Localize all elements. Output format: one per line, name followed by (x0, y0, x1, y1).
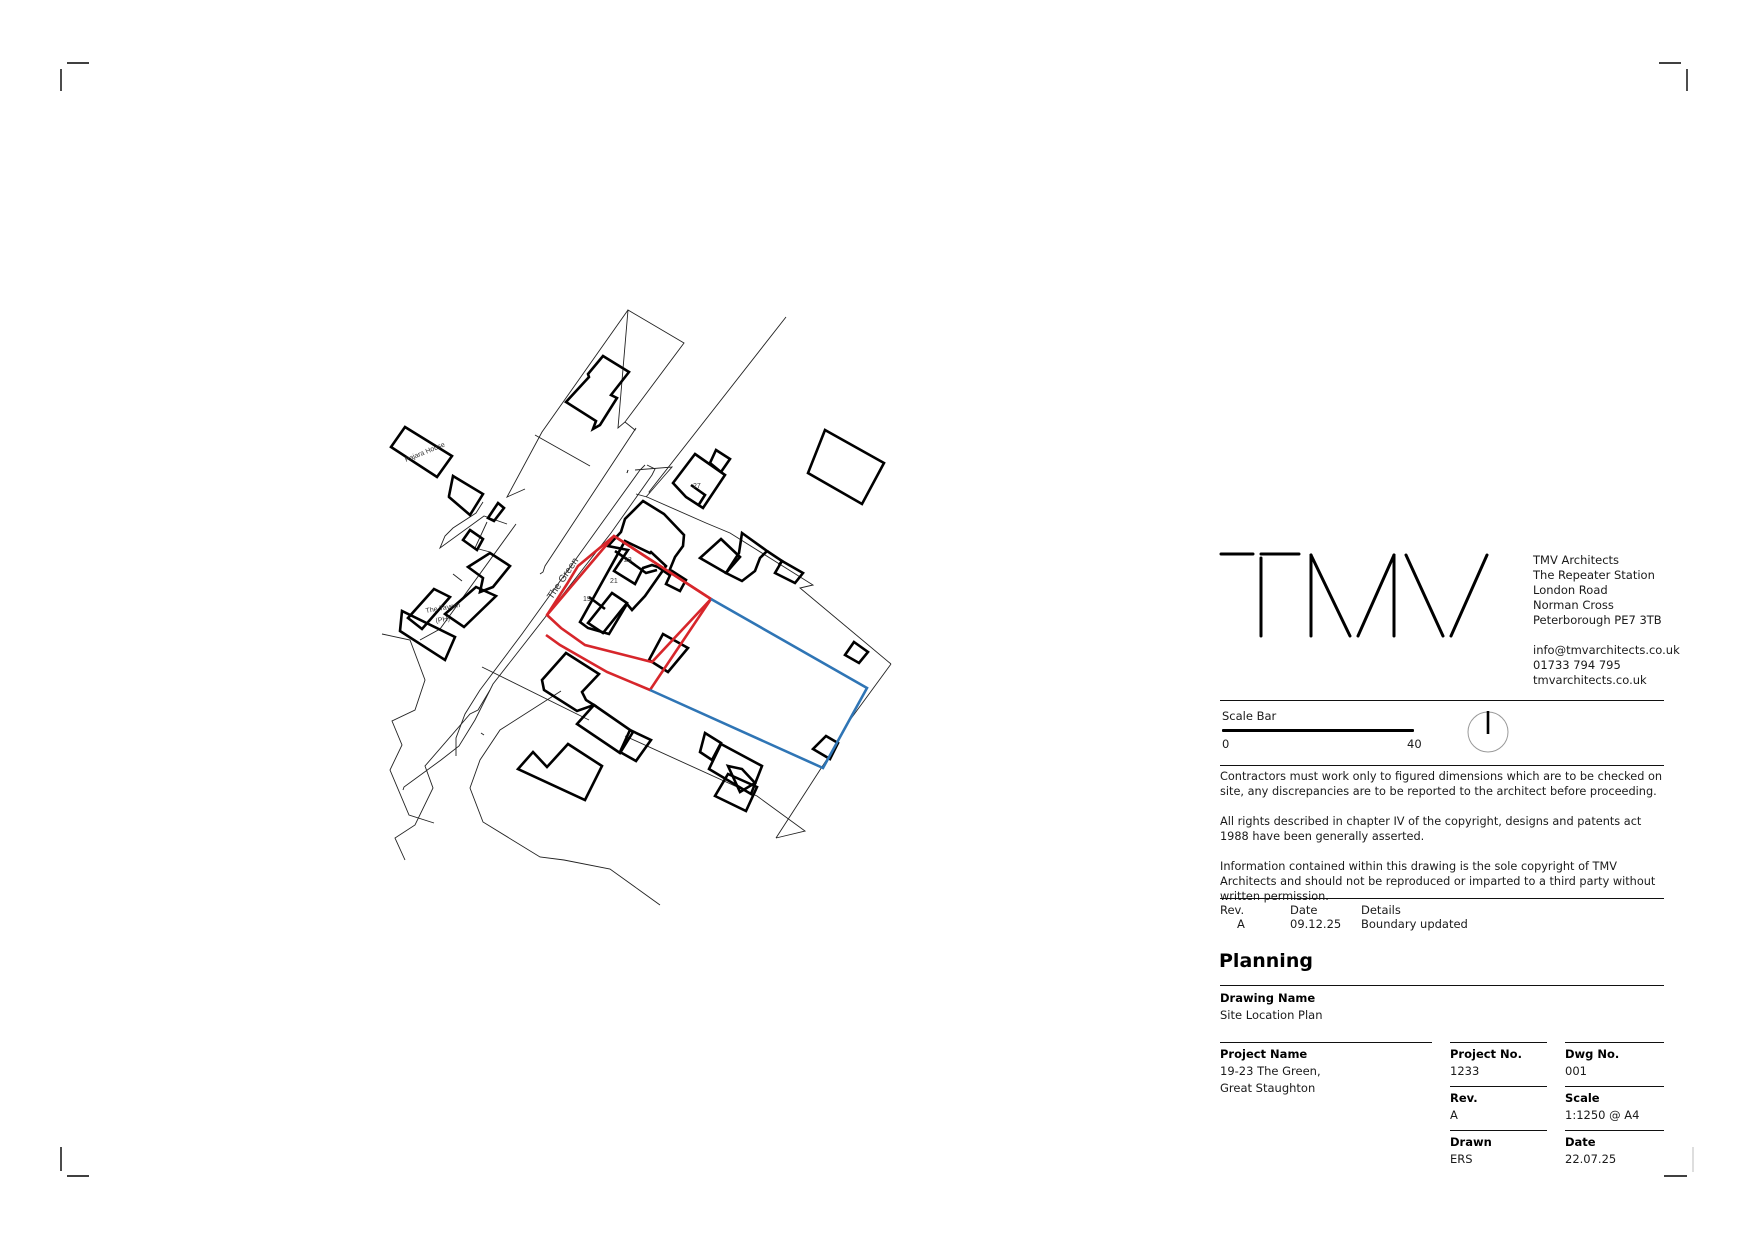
divider (1220, 765, 1664, 766)
scale-bar-label: Scale Bar (1222, 709, 1277, 723)
dwg-no-label: Dwg No. (1565, 1047, 1620, 1061)
house-23-label: 23 (624, 557, 632, 564)
drawing-name-value: Site Location Plan (1220, 1008, 1323, 1022)
divider (1220, 898, 1664, 899)
note-dimensions: Contractors must work only to figured di… (1220, 770, 1663, 798)
drawing-name-label: Drawing Name (1220, 991, 1316, 1005)
note-copyright-tmv: Information contained within this drawin… (1220, 860, 1656, 903)
north-arrow-icon (1467, 711, 1509, 753)
note-copyright-act: All rights described in chapter IV of th… (1220, 815, 1642, 843)
dwg-no-value: 001 (1565, 1064, 1587, 1078)
ownership-boundary-blue (649, 597, 869, 770)
rev-value: A (1450, 1108, 1458, 1122)
drawing-status: Planning (1219, 950, 1313, 972)
company-email[interactable]: info@tmvarchitects.co.uk (1533, 643, 1680, 657)
drawn-label: Drawn (1450, 1135, 1492, 1149)
company-website[interactable]: tmvarchitects.co.uk (1533, 673, 1647, 687)
scale-bar-start: 0 (1222, 737, 1230, 751)
address-line-1: The Repeater Station (1533, 568, 1655, 582)
tavern-label: The Tavern (425, 602, 461, 615)
date-header: Date (1290, 903, 1318, 917)
address-line-2: London Road (1533, 583, 1608, 597)
project-name-label: Project Name (1220, 1047, 1308, 1061)
address-line-4: Peterborough PE7 3TB (1533, 613, 1662, 627)
tmv-logo (1219, 552, 1489, 638)
house-19-label: 19 (583, 596, 591, 603)
details-header: Details (1361, 903, 1401, 917)
divider (1565, 1086, 1664, 1087)
rev-header: Rev. (1220, 903, 1245, 917)
scale-bar-end: 40 (1407, 737, 1422, 751)
project-no-value: 1233 (1450, 1064, 1480, 1078)
tavern-ph-label: (PH) (435, 616, 450, 625)
project-name-line-1: 19-23 The Green, (1220, 1064, 1321, 1078)
scale-value: 1:1250 @ A4 (1565, 1108, 1640, 1122)
divider (1450, 1042, 1547, 1043)
divider (1565, 1042, 1664, 1043)
company-name: TMV Architects (1533, 553, 1620, 567)
date-label: Date (1565, 1135, 1596, 1149)
buildings (389, 354, 886, 813)
revision-row-details: Boundary updated (1361, 917, 1468, 931)
divider (1220, 700, 1664, 701)
divider (1450, 1130, 1547, 1131)
project-no-label: Project No. (1450, 1047, 1522, 1061)
revision-row-rev: A (1237, 917, 1245, 931)
divider (1450, 1086, 1547, 1087)
house-21-label: 21 (610, 578, 618, 585)
divider (1220, 1042, 1432, 1043)
house-27-label: 27 (693, 483, 701, 490)
scale-bar (1222, 729, 1414, 732)
project-name-line-2: Great Staughton (1220, 1081, 1316, 1095)
drawn-value: ERS (1450, 1152, 1473, 1166)
revision-row-date: 09.12.25 (1290, 917, 1342, 931)
address-line-3: Norman Cross (1533, 598, 1614, 612)
divider (1565, 1130, 1664, 1131)
rev-label: Rev. (1450, 1091, 1478, 1105)
divider (1220, 985, 1664, 986)
pajara-house-label: Pajara House (404, 441, 446, 463)
scale-label: Scale (1565, 1091, 1600, 1105)
company-phone: 01733 794 795 (1533, 658, 1621, 672)
date-value: 22.07.25 (1565, 1152, 1617, 1166)
